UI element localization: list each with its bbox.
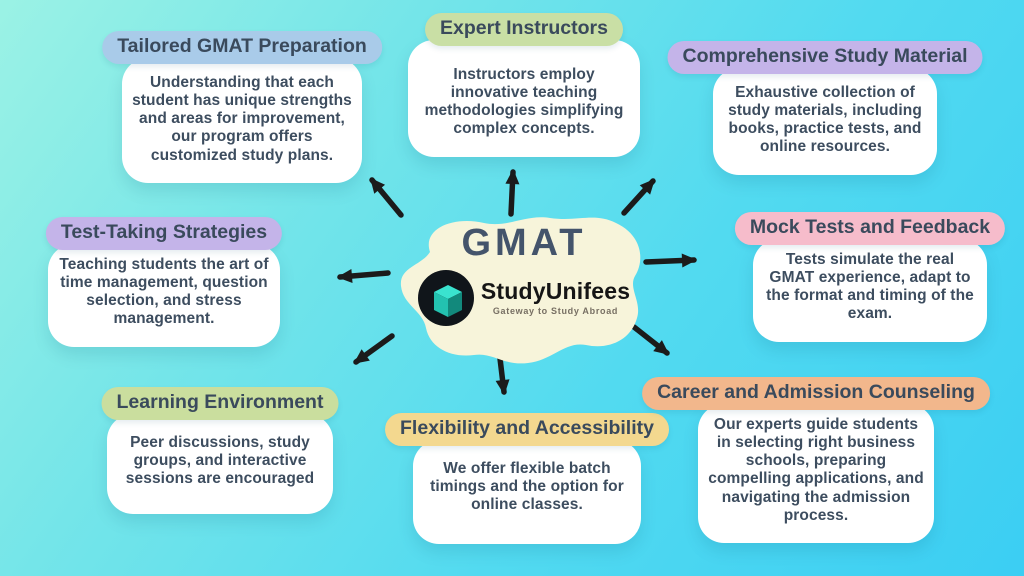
- arrow-left-icon: [337, 269, 391, 283]
- card-title-highlight: Mock Tests and Feedback: [734, 212, 1006, 245]
- card-expert-instructors: Expert Instructors Instructors employ in…: [408, 13, 640, 157]
- card-title: Comprehensive Study Material: [682, 45, 968, 67]
- card-text: Exhaustive collection of study materials…: [728, 84, 922, 156]
- brand-text: StudyUnifees Gateway to Study Abroad: [480, 278, 631, 317]
- card-text: Our experts guide students in selecting …: [708, 416, 924, 524]
- card-career-and-admission-counseling: Career and Admission Counseling Our expe…: [642, 377, 990, 543]
- studyunifees-logo-icon: [417, 270, 474, 326]
- card-title: Career and Admission Counseling: [657, 381, 975, 403]
- card-title-highlight: Career and Admission Counseling: [642, 377, 990, 410]
- card-text: Peer discussions, study groups, and inte…: [125, 434, 315, 488]
- card-text: Teaching students the art of time manage…: [59, 256, 269, 328]
- card-title: Flexibility and Accessibility: [400, 417, 654, 439]
- card-title: Learning Environment: [116, 391, 324, 413]
- card-title: Mock Tests and Feedback: [749, 216, 991, 238]
- card-learning-environment: Learning Environment Peer discussions, s…: [101, 387, 339, 515]
- card-title-highlight: Expert Instructors: [425, 13, 623, 46]
- card-mock-tests-and-feedback: Mock Tests and Feedback Tests simulate t…: [734, 212, 1006, 342]
- brand-tagline: Gateway to Study Abroad: [492, 306, 619, 316]
- card-title: Tailored GMAT Preparation: [117, 35, 367, 57]
- card-title-highlight: Test-Taking Strategies: [45, 217, 283, 250]
- center-title: GMAT: [461, 222, 587, 264]
- card-tailored-gmat-preparation: Tailored GMAT Preparation Understanding …: [102, 31, 382, 183]
- card-text: Instructors employ innovative teaching m…: [424, 66, 624, 138]
- brand-name: StudyUnifees: [480, 278, 631, 304]
- card-comprehensive-study-material: Comprehensive Study Material Exhaustive …: [667, 41, 983, 175]
- card-title-highlight: Comprehensive Study Material: [667, 41, 983, 74]
- card-test-taking-strategies: Test-Taking Strategies Teaching students…: [45, 217, 283, 347]
- center-node: GMAT StudyUnifees Gateway to Study Abroa…: [392, 208, 656, 378]
- card-title: Expert Instructors: [440, 17, 608, 39]
- card-title: Test-Taking Strategies: [60, 221, 268, 243]
- card-flexibility-and-accessibility: Flexibility and Accessibility We offer f…: [385, 413, 669, 545]
- arrow-down-left-icon: [353, 333, 395, 365]
- card-title-highlight: Tailored GMAT Preparation: [102, 31, 382, 64]
- card-text: Tests simulate the real GMAT experience,…: [766, 251, 974, 323]
- card-text: We offer flexible batch timings and the …: [430, 460, 624, 514]
- card-title-highlight: Flexibility and Accessibility: [385, 413, 669, 446]
- card-text: Understanding that each student has uniq…: [132, 74, 352, 164]
- center-blob-shape: [400, 217, 641, 364]
- card-title-highlight: Learning Environment: [101, 387, 339, 420]
- brand-logo: StudyUnifees Gateway to Study Abroad: [392, 270, 656, 326]
